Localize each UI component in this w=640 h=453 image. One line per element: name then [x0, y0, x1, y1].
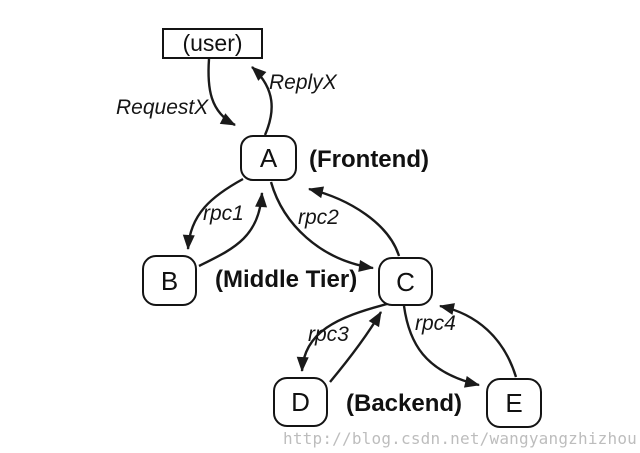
arrow-user-to-a-request	[207, 58, 236, 127]
tier-label-backend: (Backend)	[346, 390, 463, 417]
watermark-url: http://blog.csdn.net/wangyangzhizhou	[283, 429, 637, 448]
arrow-e-to-c-rpc4-return	[439, 303, 518, 378]
arrow-a-to-user-reply	[251, 66, 273, 136]
edge-label-rpc1: rpc1	[203, 202, 244, 225]
node-user: (user)	[162, 28, 263, 59]
arrow-c-to-d-rpc3	[296, 302, 388, 372]
arrow-c-to-e-rpc4	[402, 305, 480, 388]
node-e-label: E	[505, 388, 523, 418]
tier-label-middle-tier: (Middle Tier)	[215, 266, 358, 293]
node-c-middle-tier: C	[378, 257, 433, 306]
edge-label-rpc3: rpc3	[308, 323, 349, 346]
edge-label-rpc2: rpc2	[298, 206, 339, 229]
node-a-frontend: A	[240, 135, 297, 181]
edge-label-rpc4: rpc4	[415, 312, 456, 335]
node-d-label: D	[291, 387, 310, 417]
tier-label-frontend: (Frontend)	[309, 146, 429, 173]
node-c-label: C	[396, 266, 415, 297]
node-b-middle-tier: B	[142, 255, 197, 306]
node-user-label: (user)	[182, 30, 243, 56]
arrow-b-to-a-rpc1-return	[198, 192, 268, 268]
node-b-label: B	[160, 265, 179, 296]
edge-label-replyx: ReplyX	[269, 71, 337, 94]
arrow-c-to-a-rpc2-return	[308, 186, 401, 257]
node-a-label: A	[259, 143, 278, 173]
node-d-backend: D	[273, 377, 328, 427]
arrow-a-to-b-rpc1	[182, 177, 244, 250]
arrow-d-to-c-rpc3-return	[329, 311, 383, 383]
edge-label-requestx: RequestX	[116, 96, 209, 119]
arrow-a-to-c-rpc2	[269, 181, 374, 272]
node-e-backend: E	[486, 378, 542, 428]
